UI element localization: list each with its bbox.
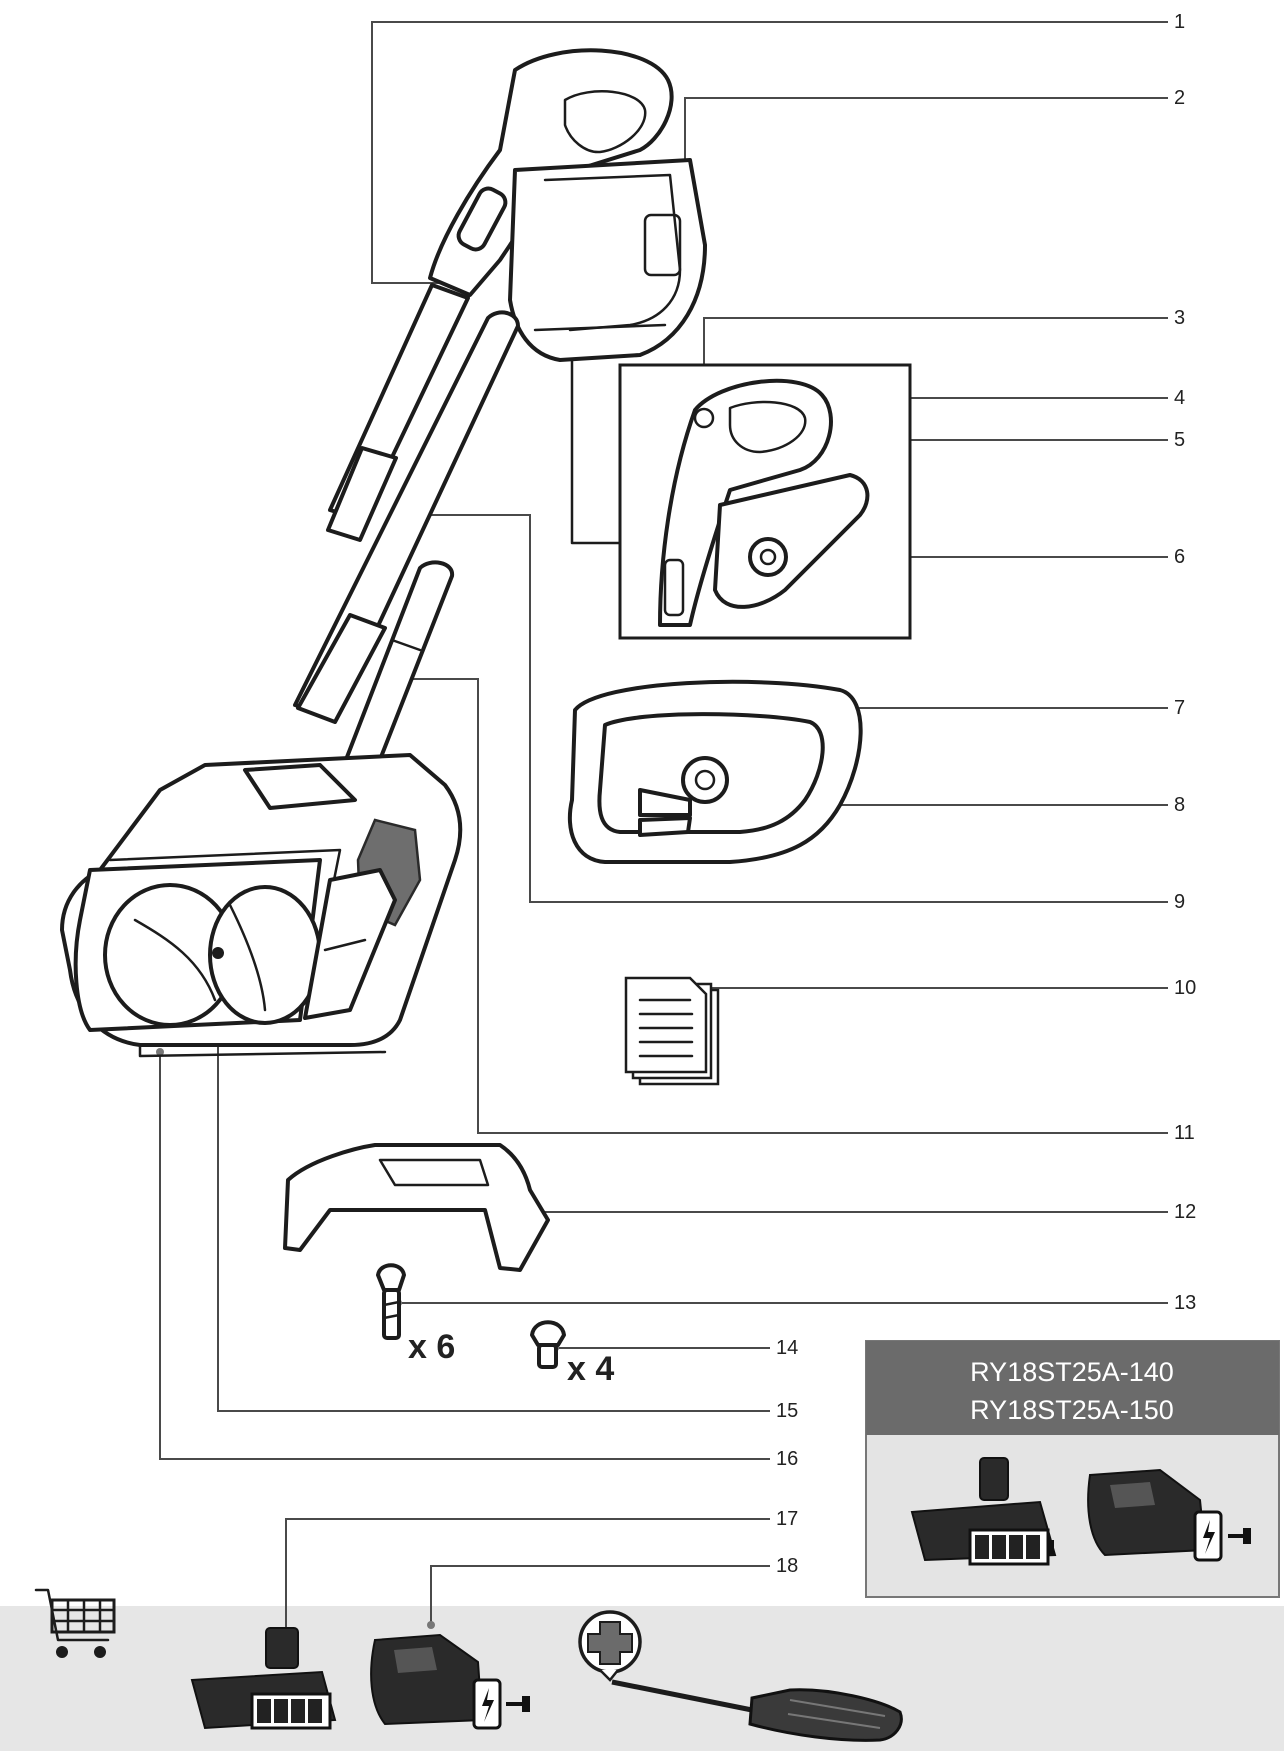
callout-7: 7 [1174, 697, 1185, 719]
tray-battery-icon [190, 1627, 337, 1730]
screw-quantity: x 6 [408, 1328, 455, 1366]
callout-14: 14 [776, 1337, 798, 1359]
handle-assembly [428, 48, 707, 362]
callout-1: 1 [1174, 11, 1185, 33]
callout-8: 8 [1174, 794, 1185, 816]
top-cover-part [283, 1143, 550, 1272]
front-handle-part [567, 679, 863, 864]
callout-3: 3 [1174, 307, 1185, 329]
callout-15: 15 [776, 1400, 798, 1422]
fasteners [376, 1263, 566, 1369]
model-line-2: RY18ST25A-150 [970, 1395, 1174, 1425]
callout-16: 16 [776, 1448, 798, 1470]
callout-4: 4 [1174, 387, 1185, 409]
accessories-tray [0, 1606, 1284, 1751]
bolt-quantity: x 4 [567, 1350, 614, 1388]
callout-2: 2 [1174, 87, 1185, 109]
model-box: RY18ST25A-140 RY18ST25A-150 [865, 1340, 1280, 1598]
manual-icon [624, 976, 720, 1086]
snow-thrower-body [60, 753, 463, 1058]
callout-numbers: 1 2 3 4 5 6 7 8 9 10 11 12 13 14 15 16 1… [776, 11, 1196, 1577]
callout-13: 13 [1174, 1292, 1196, 1314]
handle-detail-inset [570, 358, 912, 640]
callout-6: 6 [1174, 546, 1185, 568]
cart-icon [34, 1588, 116, 1658]
charger-icon [1087, 1468, 1251, 1562]
screwdriver-icon [578, 1610, 903, 1742]
callout-12: 12 [1174, 1201, 1196, 1223]
battery-icon [910, 1457, 1057, 1566]
tray-charger-icon [370, 1633, 530, 1730]
upper-tube [293, 310, 520, 724]
callout-5: 5 [1174, 429, 1185, 451]
lower-tube-left [326, 283, 470, 542]
callout-17: 17 [776, 1508, 798, 1530]
callout-18: 18 [776, 1555, 798, 1577]
callout-10: 10 [1174, 977, 1196, 999]
callout-9: 9 [1174, 891, 1185, 913]
model-line-1: RY18ST25A-140 [970, 1357, 1174, 1387]
lower-tube [340, 560, 454, 782]
callout-11: 11 [1174, 1122, 1195, 1144]
